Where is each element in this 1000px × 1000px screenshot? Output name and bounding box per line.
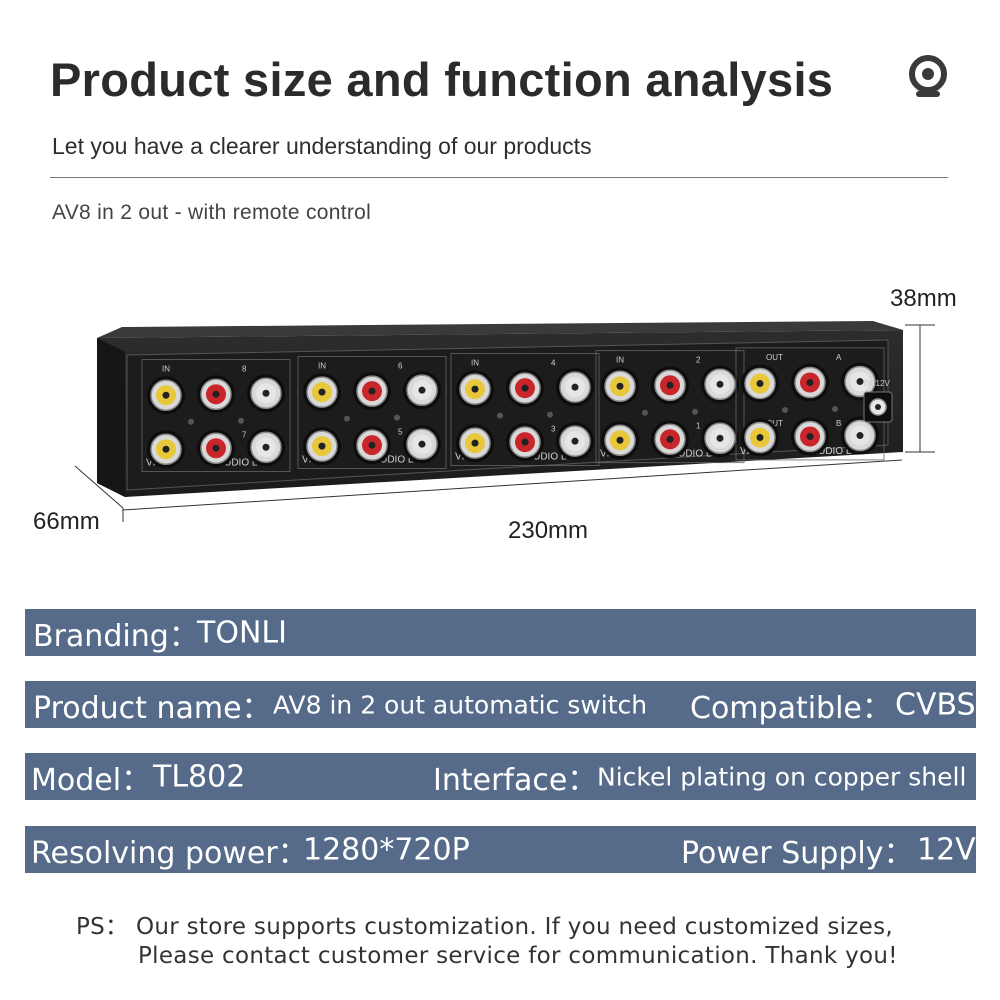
port-number-label: 7 bbox=[242, 431, 247, 440]
spec-bar-product: Product name： AV8 in 2 out automatic swi… bbox=[25, 681, 976, 728]
panel-screw bbox=[394, 414, 400, 421]
depth-dimension: 66mm bbox=[33, 508, 100, 535]
rca-jack-pin bbox=[716, 380, 724, 388]
rca-jack-pin bbox=[212, 390, 220, 398]
port-number-label: A bbox=[836, 353, 842, 362]
branding-value: TONLI bbox=[197, 615, 287, 650]
port-number-label: 8 bbox=[242, 365, 247, 374]
rca-jack-pin bbox=[162, 445, 170, 453]
port-io-label: OUT bbox=[766, 353, 783, 362]
port-number-label: 4 bbox=[551, 359, 556, 368]
port-io-label: OUT bbox=[766, 419, 783, 428]
resolving-value: 1280*720P bbox=[303, 832, 470, 867]
rca-jack-pin bbox=[616, 382, 624, 390]
panel-screw bbox=[692, 408, 698, 415]
panel-screw bbox=[642, 409, 648, 416]
page-title: Product size and function analysis bbox=[50, 53, 834, 106]
port-group-frame bbox=[595, 350, 745, 464]
rca-jack-pin bbox=[616, 436, 624, 444]
port-number-label: 1 bbox=[696, 422, 701, 431]
rca-jack-pin bbox=[418, 440, 426, 448]
interface-label: Interface： bbox=[433, 762, 598, 798]
rca-jack-pin bbox=[318, 388, 326, 396]
port-io-label: IN bbox=[318, 362, 326, 371]
power-supply-value: 12V bbox=[917, 832, 976, 867]
footer-line-2: Please contact customer service for comm… bbox=[138, 943, 898, 969]
rca-jack-pin bbox=[521, 384, 529, 392]
port-number-label: 2 bbox=[696, 356, 701, 365]
rca-jack-pin bbox=[262, 443, 270, 451]
rca-jack-pin bbox=[368, 441, 376, 449]
rca-jack-pin bbox=[806, 433, 814, 441]
model-label: Model： bbox=[31, 762, 152, 798]
rca-jack-pin bbox=[521, 438, 529, 446]
header-divider bbox=[50, 177, 948, 178]
port-io-label: IN bbox=[616, 356, 624, 365]
model-value: TL802 bbox=[153, 759, 246, 794]
rca-jack-pin bbox=[471, 385, 479, 393]
rca-jack-pin bbox=[716, 434, 724, 442]
spec-bar-resolving: Resolving power： 1280*720P Power Supply：… bbox=[25, 826, 976, 873]
port-number-label: 5 bbox=[398, 428, 403, 437]
rca-jack-pin bbox=[368, 387, 376, 395]
port-number-label: 3 bbox=[551, 425, 556, 434]
rca-jack-pin bbox=[571, 437, 579, 445]
audio-label: R AUDIO L bbox=[364, 455, 414, 466]
audio-label: R AUDIO L bbox=[517, 452, 567, 463]
product-model-line: AV8 in 2 out - with remote control bbox=[52, 201, 372, 224]
rca-jack-pin bbox=[856, 378, 864, 386]
power-label: DC12V bbox=[864, 379, 890, 388]
panel-screw bbox=[238, 417, 244, 424]
spec-bar-model: Model： TL802 Interface： Nickel plating o… bbox=[25, 753, 976, 800]
footer-line-1: PS： Our store supports customization. If… bbox=[76, 914, 894, 940]
port-io-label: IN bbox=[471, 359, 479, 368]
height-dimension: 38mm bbox=[890, 285, 957, 312]
compatible-value: CVBS bbox=[895, 687, 976, 722]
compatible-label: Compatible： bbox=[690, 690, 892, 726]
rca-jack-pin bbox=[162, 391, 170, 399]
rca-jack-pin bbox=[666, 381, 674, 389]
port-group-frame bbox=[141, 359, 291, 473]
port-io-label: IN bbox=[162, 365, 170, 374]
port-number-label: B bbox=[836, 419, 841, 428]
rca-jack-pin bbox=[262, 389, 270, 397]
rca-jack-pin bbox=[806, 379, 814, 387]
resolving-label: Resolving power： bbox=[31, 835, 308, 871]
interface-value: Nickel plating on copper shell bbox=[597, 762, 967, 791]
rca-jack-pin bbox=[212, 444, 220, 452]
port-number-label: 6 bbox=[398, 362, 403, 371]
rca-jack-pin bbox=[756, 380, 764, 388]
port-group-frame bbox=[450, 353, 600, 466]
page-subtitle: Let you have a clearer understanding of … bbox=[52, 133, 592, 159]
rca-jack-pin bbox=[418, 386, 426, 394]
panel-screw bbox=[188, 418, 194, 425]
branding-label: Branding： bbox=[33, 618, 199, 654]
rca-jack-pin bbox=[666, 435, 674, 443]
rca-jack-pin bbox=[571, 383, 579, 391]
rca-jack-panel: IN8IN7VIDEOR AUDIO LIN6IN5VIDEOR AUDIO L… bbox=[141, 347, 885, 473]
rca-jack-pin bbox=[471, 439, 479, 447]
panel-screw bbox=[547, 411, 553, 418]
spec-bar-branding: Branding： TONLI bbox=[25, 609, 976, 656]
rca-jack-pin bbox=[318, 442, 326, 450]
rca-jack-pin bbox=[856, 432, 864, 440]
product-name-label: Product name： bbox=[33, 690, 272, 726]
product-name-value: AV8 in 2 out automatic switch bbox=[273, 690, 648, 719]
panel-screw bbox=[782, 407, 788, 414]
audio-label: R AUDIO L bbox=[208, 458, 258, 469]
panel-screw bbox=[497, 412, 503, 419]
rca-jack-pin bbox=[756, 434, 764, 442]
panel-screw bbox=[832, 406, 838, 413]
width-dimension: 230mm bbox=[508, 517, 589, 544]
audio-label: R AUDIO L bbox=[662, 449, 712, 460]
panel-screw bbox=[344, 415, 350, 422]
webcam-icon bbox=[909, 55, 947, 97]
power-supply-label: Power Supply： bbox=[681, 835, 914, 871]
port-group-frame bbox=[297, 356, 447, 469]
av-switch-device: IN8IN7VIDEOR AUDIO LIN6IN5VIDEOR AUDIO L… bbox=[74, 321, 935, 522]
audio-label: R AUDIO L bbox=[802, 446, 852, 457]
